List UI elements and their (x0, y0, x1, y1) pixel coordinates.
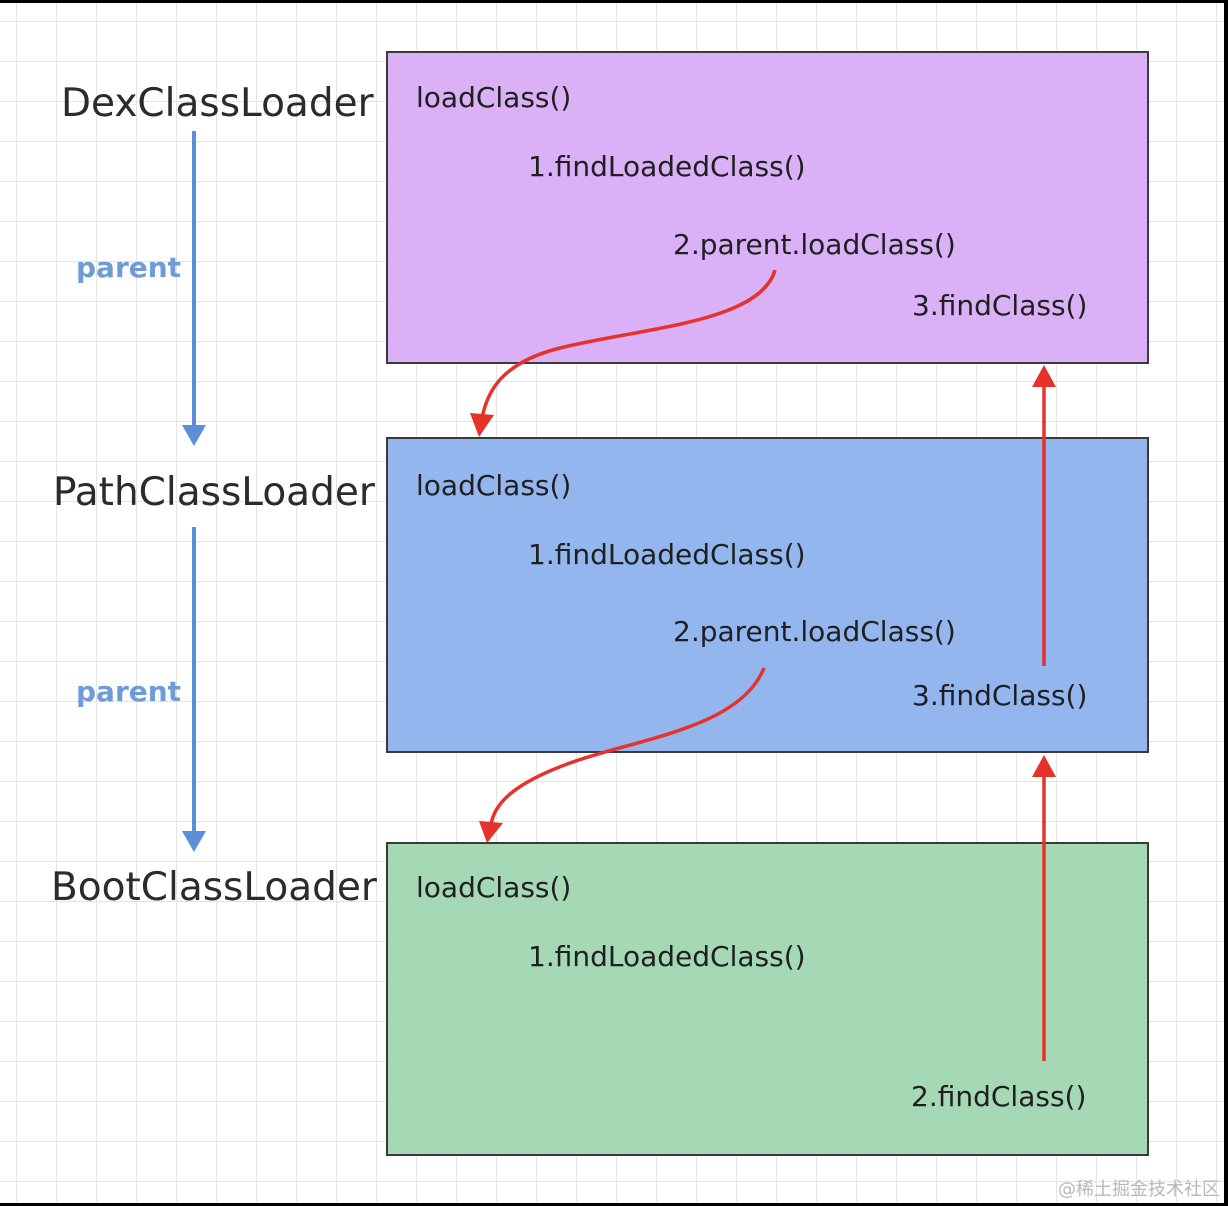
dex-find-class-step: 3.findClass() (912, 289, 1088, 322)
path-parent-load-class-step: 2.parent.loadClass() (673, 615, 956, 648)
path-class-loader-label: PathClassLoader (53, 470, 375, 515)
parent-link-label-2: parent (76, 675, 182, 708)
parent-link-label-1: parent (76, 251, 182, 284)
diagram-canvas: DexClassLoader PathClassLoader BootClass… (0, 3, 1224, 1203)
path-find-loaded-class-step: 1.findLoadedClass() (528, 538, 806, 571)
boot-find-loaded-class-step: 1.findLoadedClass() (528, 940, 806, 973)
path-find-class-step: 3.findClass() (912, 679, 1088, 712)
path-class-loader-box: loadClass() 1.findLoadedClass() 2.parent… (386, 437, 1149, 753)
path-load-class-step: loadClass() (416, 469, 572, 502)
boot-find-class-step: 2.findClass() (911, 1080, 1087, 1113)
dex-load-class-step: loadClass() (416, 81, 572, 114)
boot-load-class-step: loadClass() (416, 871, 572, 904)
parent-arrow-2 (182, 527, 206, 852)
dex-find-loaded-class-step: 1.findLoadedClass() (528, 150, 806, 183)
dex-class-loader-label: DexClassLoader (61, 81, 374, 126)
watermark: @稀土掘金技术社区 (1058, 1179, 1220, 1200)
dex-parent-load-class-step: 2.parent.loadClass() (673, 228, 956, 261)
parent-arrow-1 (182, 131, 206, 446)
boot-class-loader-label: BootClassLoader (51, 865, 377, 910)
dex-class-loader-box: loadClass() 1.findLoadedClass() 2.parent… (386, 51, 1149, 364)
boot-class-loader-box: loadClass() 1.findLoadedClass() 2.findCl… (386, 842, 1149, 1156)
